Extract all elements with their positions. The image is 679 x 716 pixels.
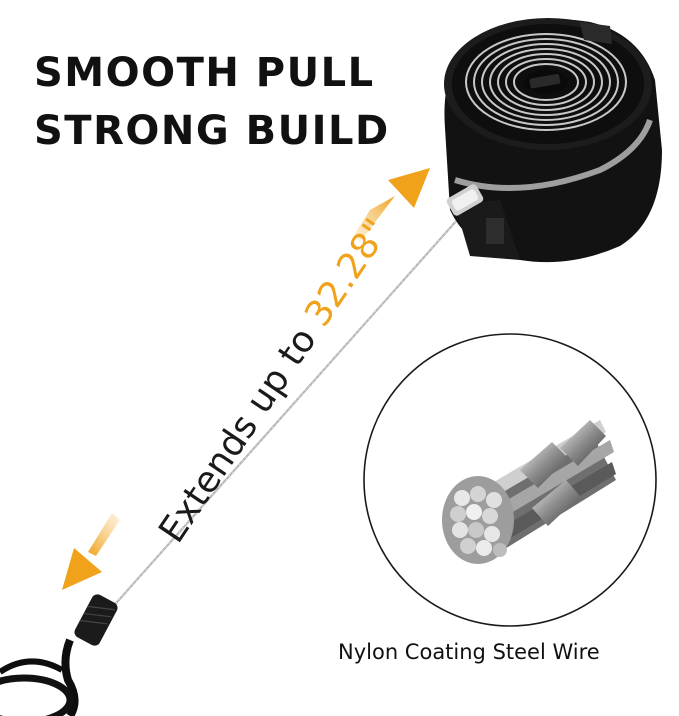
headline-line-2: STRONG BUILD bbox=[34, 108, 390, 154]
extension-arrow-down bbox=[62, 513, 120, 590]
headline-line-1: SMOOTH PULL bbox=[34, 50, 375, 96]
steel-cable-illustration bbox=[442, 420, 616, 564]
headline: SMOOTH PULL STRONG BUILD bbox=[34, 44, 390, 160]
inset-caption: Nylon Coating Steel Wire bbox=[338, 640, 600, 664]
spring-coil bbox=[465, 33, 627, 131]
swivel-clip bbox=[0, 594, 118, 716]
retractable-reel bbox=[444, 18, 662, 263]
wire-ferrule bbox=[446, 184, 484, 216]
cable-detail-inset bbox=[363, 333, 657, 627]
extension-arrow-up bbox=[354, 168, 430, 242]
